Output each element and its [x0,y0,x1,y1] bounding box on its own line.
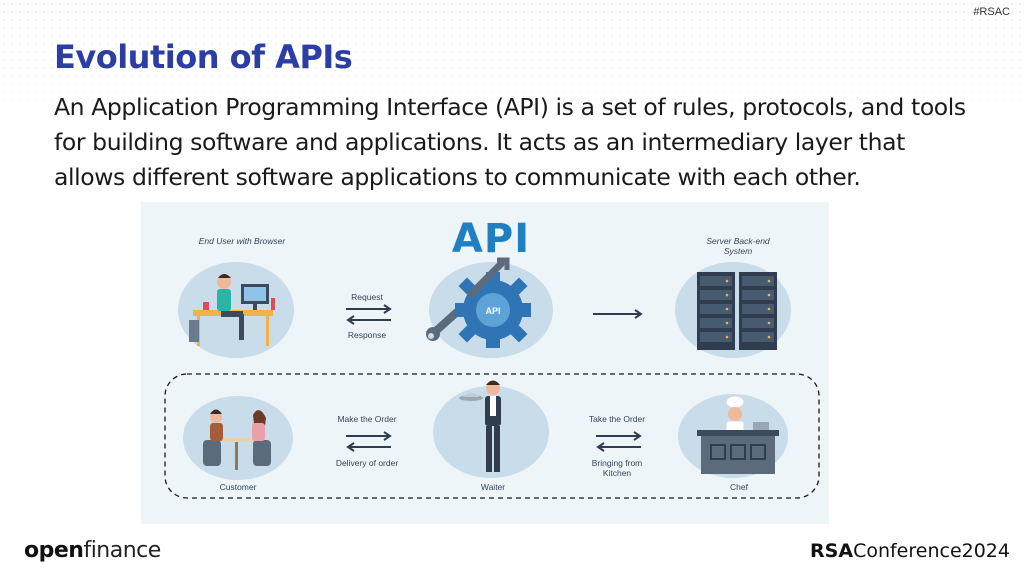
chef-label: Chef [730,482,748,492]
dotted-background [0,0,1024,150]
make-order-label: Make the Order [337,414,397,424]
chef-icon [697,395,779,474]
request-response-arrows [346,304,392,325]
logo-finance-text: finance [83,538,161,563]
delivery-label: Delivery of order [335,458,399,468]
order-arrows-left [346,431,392,452]
rsa-conference-logo: RSAConference2024 [810,540,1010,562]
customers-at-table-icon [203,409,271,470]
order-arrows-right [596,431,642,452]
server-rack-icon [697,272,777,350]
api-diagram-graphics [164,257,820,499]
end-user-label: End User with Browser [198,236,286,246]
bringing-label: Bringing from Kitchen [591,458,643,478]
take-order-label: Take the Order [588,414,646,424]
openfinance-logo: openfinance [24,538,161,563]
request-label: Request [351,292,383,302]
waiter-label: Waiter [480,482,506,492]
customer-label: Customer [219,482,257,492]
logo-rsa-text: RSA [810,540,854,562]
logo-conference-text: Conference2024 [853,540,1010,562]
api-diagram: API API End User with Browser Request Re… [141,202,829,524]
user-at-desk-icon [189,274,275,346]
slide-body-text: An Application Programming Interface (AP… [54,93,966,191]
gear-api-label: API [485,306,501,316]
slide-title: Evolution of APIs [54,38,353,76]
logo-open-text: open [24,538,84,563]
hashtag-label: #RSAC [973,6,1010,18]
api-heading: API [451,216,531,262]
analogy-dashed-box [164,373,820,499]
server-arrow [593,309,643,319]
response-label: Response [347,330,387,340]
waiter-icon [459,380,501,472]
server-label: Server Back-end System [706,236,770,256]
api-gear-icon [426,257,531,348]
